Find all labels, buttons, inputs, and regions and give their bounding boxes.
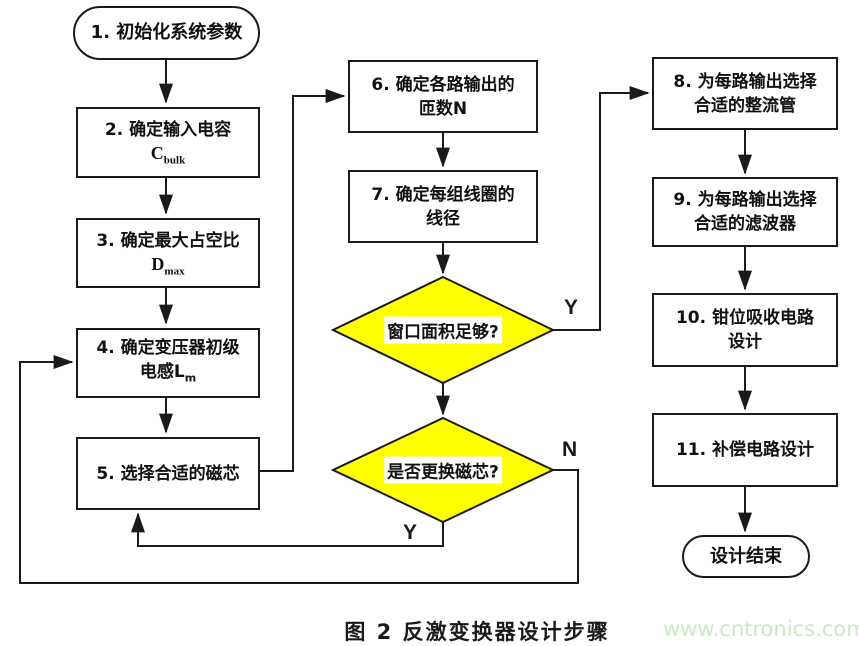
step2-line1: 2. 确定输入电容	[104, 120, 232, 141]
step7-line1: 7. 确定每组线圈的	[371, 184, 515, 205]
connector-decision2-no-to-step4	[19, 355, 579, 584]
decision-window-area-label: 窗口面积足够?	[384, 316, 502, 344]
step4-line2: 电感Lm	[139, 361, 197, 385]
step7-wire-diameter-node: 7. 确定每组线圈的 线径	[348, 170, 538, 243]
end-node: 设计结束	[682, 535, 810, 578]
decision2-yes-branch-label: Y	[403, 521, 418, 544]
connector-decision2-yes-to-step5	[131, 512, 444, 547]
end-label: 设计结束	[710, 545, 782, 567]
step9-select-filter-node: 9. 为每路输出选择 合适的滤波器	[652, 177, 838, 247]
step9-line2: 合适的滤波器	[694, 214, 796, 234]
watermark-text: www.cntronics.com	[663, 617, 859, 641]
step7-line2: 线径	[426, 208, 460, 229]
figure-caption: 图 2 反激变换器设计步骤	[344, 620, 610, 644]
step2-input-capacitance-node: 2. 确定输入电容 Cbulk	[76, 107, 260, 178]
start-label: 1. 初始化系统参数	[90, 22, 243, 43]
step9-line1: 9. 为每路输出选择	[673, 190, 817, 210]
step5-select-core-node: 5. 选择合适的磁芯	[76, 437, 260, 510]
decision2-no-branch-label: N	[562, 438, 578, 461]
decision1-yes-branch-label: Y	[564, 296, 579, 319]
step3-max-duty-cycle-node: 3. 确定最大占空比 Dmax	[76, 218, 260, 288]
connector-step5-to-step6	[260, 89, 346, 472]
step10-line1: 10. 钳位吸收电路	[675, 308, 815, 328]
step11-label: 11. 补偿电路设计	[675, 440, 815, 460]
step4-line1: 4. 确定变压器初级	[96, 337, 240, 358]
step5-label: 5. 选择合适的磁芯	[96, 463, 240, 484]
step3-line1: 3. 确定最大占空比	[96, 230, 240, 251]
step2-symbol: Cbulk	[150, 143, 186, 167]
step10-clamp-snubber-node: 10. 钳位吸收电路 设计	[652, 293, 838, 367]
step11-compensation-node: 11. 补偿电路设计	[652, 413, 838, 487]
decision-replace-core-label: 是否更换磁芯?	[384, 456, 502, 484]
step3-symbol: Dmax	[151, 253, 185, 278]
step6-line2: 匝数N	[418, 98, 468, 119]
step8-line2: 合适的整流管	[694, 95, 796, 116]
step6-line1: 6. 确定各路输出的	[371, 74, 515, 95]
step10-line2: 设计	[728, 332, 762, 352]
step8-line1: 8. 为每路输出选择	[673, 71, 817, 92]
step8-select-rectifier-node: 8. 为每路输出选择 合适的整流管	[652, 57, 838, 130]
step6-output-turns-node: 6. 确定各路输出的 匝数N	[348, 60, 538, 133]
connector-decision1-yes-to-step8	[553, 86, 650, 331]
start-node: 1. 初始化系统参数	[73, 6, 260, 60]
step4-primary-inductance-node: 4. 确定变压器初级 电感Lm	[76, 328, 260, 398]
